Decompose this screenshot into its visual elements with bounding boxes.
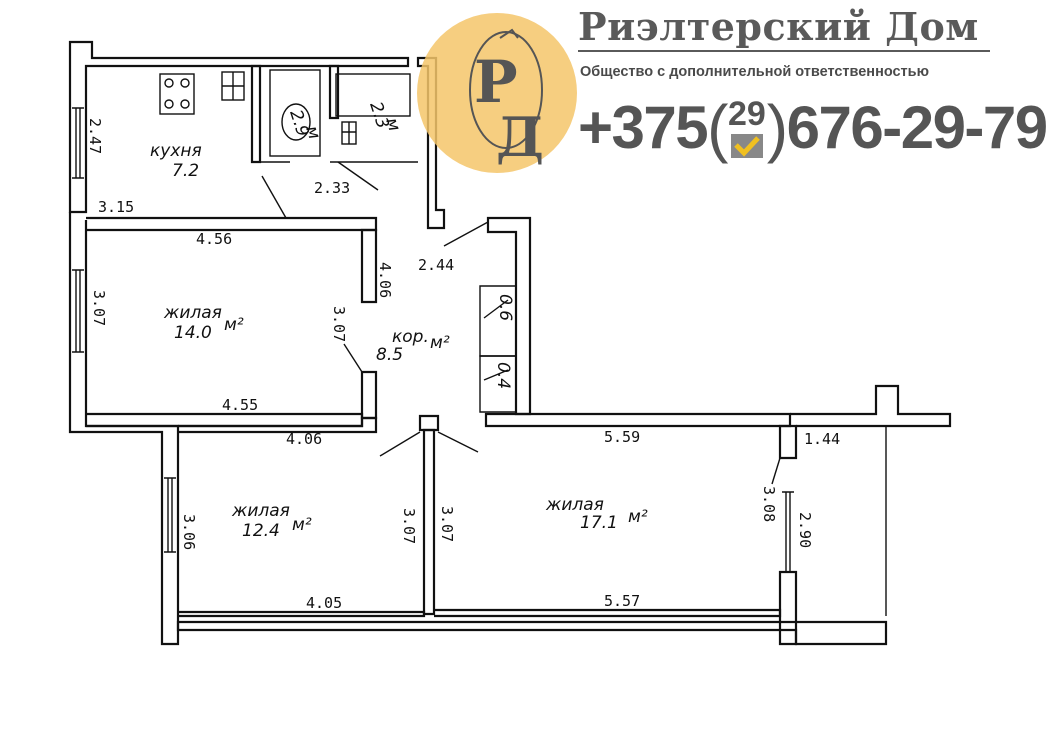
kitchen-area: 7.2: [172, 161, 199, 181]
dim-living2-left: 3.06: [180, 514, 198, 550]
corridor-unit: м²: [430, 333, 450, 353]
checkmark-icon: [730, 134, 763, 158]
corridor-name: кор.: [392, 327, 429, 347]
dim-living2-top: 4.06: [286, 430, 322, 448]
dim-corridor-left: 4.06: [376, 262, 394, 298]
dim-living1-bottom: 4.55: [222, 396, 258, 414]
company-logo: Р Д: [417, 13, 577, 173]
living3-area: 17.1: [580, 513, 618, 533]
dim-living3-top: 5.59: [604, 428, 640, 446]
brand-name: Риэлтерский Дом: [578, 4, 990, 52]
kitchen-name: кухня: [150, 141, 202, 161]
dim-living1-top: 4.56: [196, 230, 232, 248]
phone-paren-open: (: [707, 92, 728, 164]
fixtures: [159, 69, 781, 485]
floor-plan: кухня 7.2 жилая 14.0 м² кор. 8.5 м² жила…: [68, 40, 952, 646]
living1-area: 14.0: [174, 323, 212, 343]
phone-code-box: 29: [728, 93, 766, 163]
logo-letter-d: Д: [496, 105, 544, 169]
living1-name: жилая: [163, 303, 222, 323]
living2-unit: м²: [292, 515, 312, 535]
dimension-labels: 2.47 3.15 2.33 4.56 3.07 3.07 4.55 4.06 …: [86, 118, 840, 612]
dim-bath-width: 2.33: [314, 179, 350, 197]
dim-living1-left: 3.07: [90, 290, 108, 326]
dim-kitchen-height: 2.47: [86, 118, 104, 154]
dim-living3-right: 3.08: [760, 486, 778, 522]
phone-paren-close: ): [766, 92, 788, 164]
living1-unit: м²: [224, 315, 244, 335]
dim-living2-bottom: 4.05: [306, 594, 342, 612]
logo-letter-r: Р: [474, 48, 518, 116]
bath-unit: м: [301, 123, 324, 142]
dim-living3-left: 3.07: [438, 506, 456, 542]
phone-prefix: +375: [578, 94, 709, 161]
closet1-area: 0.6: [495, 294, 515, 321]
room-labels: кухня 7.2 жилая 14.0 м² кор. 8.5 м² жила…: [150, 99, 648, 541]
phone-code: 29: [727, 95, 766, 133]
dim-living1-right: 3.07: [330, 306, 348, 342]
living2-area: 12.4: [242, 521, 280, 541]
brand-subtitle: Общество с дополнительной ответственност…: [580, 64, 929, 80]
dim-living3-bottom: 5.57: [604, 592, 640, 610]
dim-balcony-top: 1.44: [804, 430, 840, 448]
phone-main: 676-29-79: [786, 94, 1047, 161]
dim-balcony-side: 2.90: [796, 512, 814, 548]
dim-corridor-top: 2.44: [418, 256, 454, 274]
closet2-area: 0.4: [493, 362, 513, 389]
dim-kitchen-width: 3.15: [98, 198, 134, 216]
walls: [68, 40, 952, 646]
corridor-area: 8.5: [376, 345, 403, 365]
living2-name: жилая: [231, 501, 290, 521]
living3-name: жилая: [545, 495, 604, 515]
phone-number: +375 ( 29 ) 676-29-79: [578, 82, 1047, 174]
dim-living2-right: 3.07: [400, 508, 418, 544]
wc-unit: м: [381, 115, 404, 134]
living3-unit: м²: [628, 507, 648, 527]
